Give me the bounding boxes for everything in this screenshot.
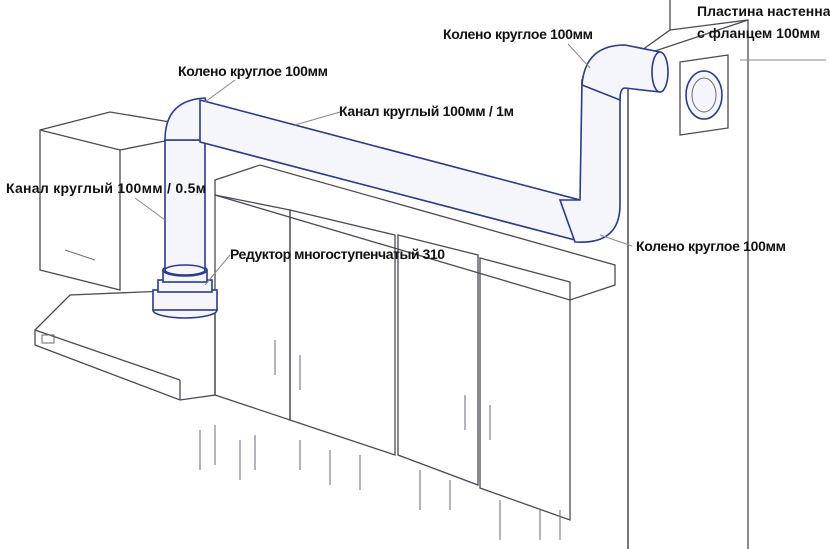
label-reducer: Редуктор многоступенчатый 310 [230,246,445,262]
label-elbow-bottom-right: Колено круглое 100мм [636,238,786,254]
label-elbow-top-left: Колено круглое 100мм [178,63,328,79]
leader-lines [134,43,826,286]
label-wall-plate-line1: Пластина настенная [697,3,830,19]
label-elbow-top-right: Колено круглое 100мм [443,26,593,42]
label-duct-1m: Канал круглый 100мм / 1м [339,103,514,119]
duct-1m [199,98,581,242]
label-duct-05m: Канал круглый 100мм / 0.5м [6,180,206,196]
elbow-bottom-right [558,79,621,243]
wall-plate-flange [679,54,729,136]
label-wall-plate-line2: с фланцем 100мм [697,25,820,41]
duct-05m [164,139,206,276]
pipe-end [651,51,669,93]
wall-cabinets [199,164,616,540]
upper-cabinet [39,111,171,291]
